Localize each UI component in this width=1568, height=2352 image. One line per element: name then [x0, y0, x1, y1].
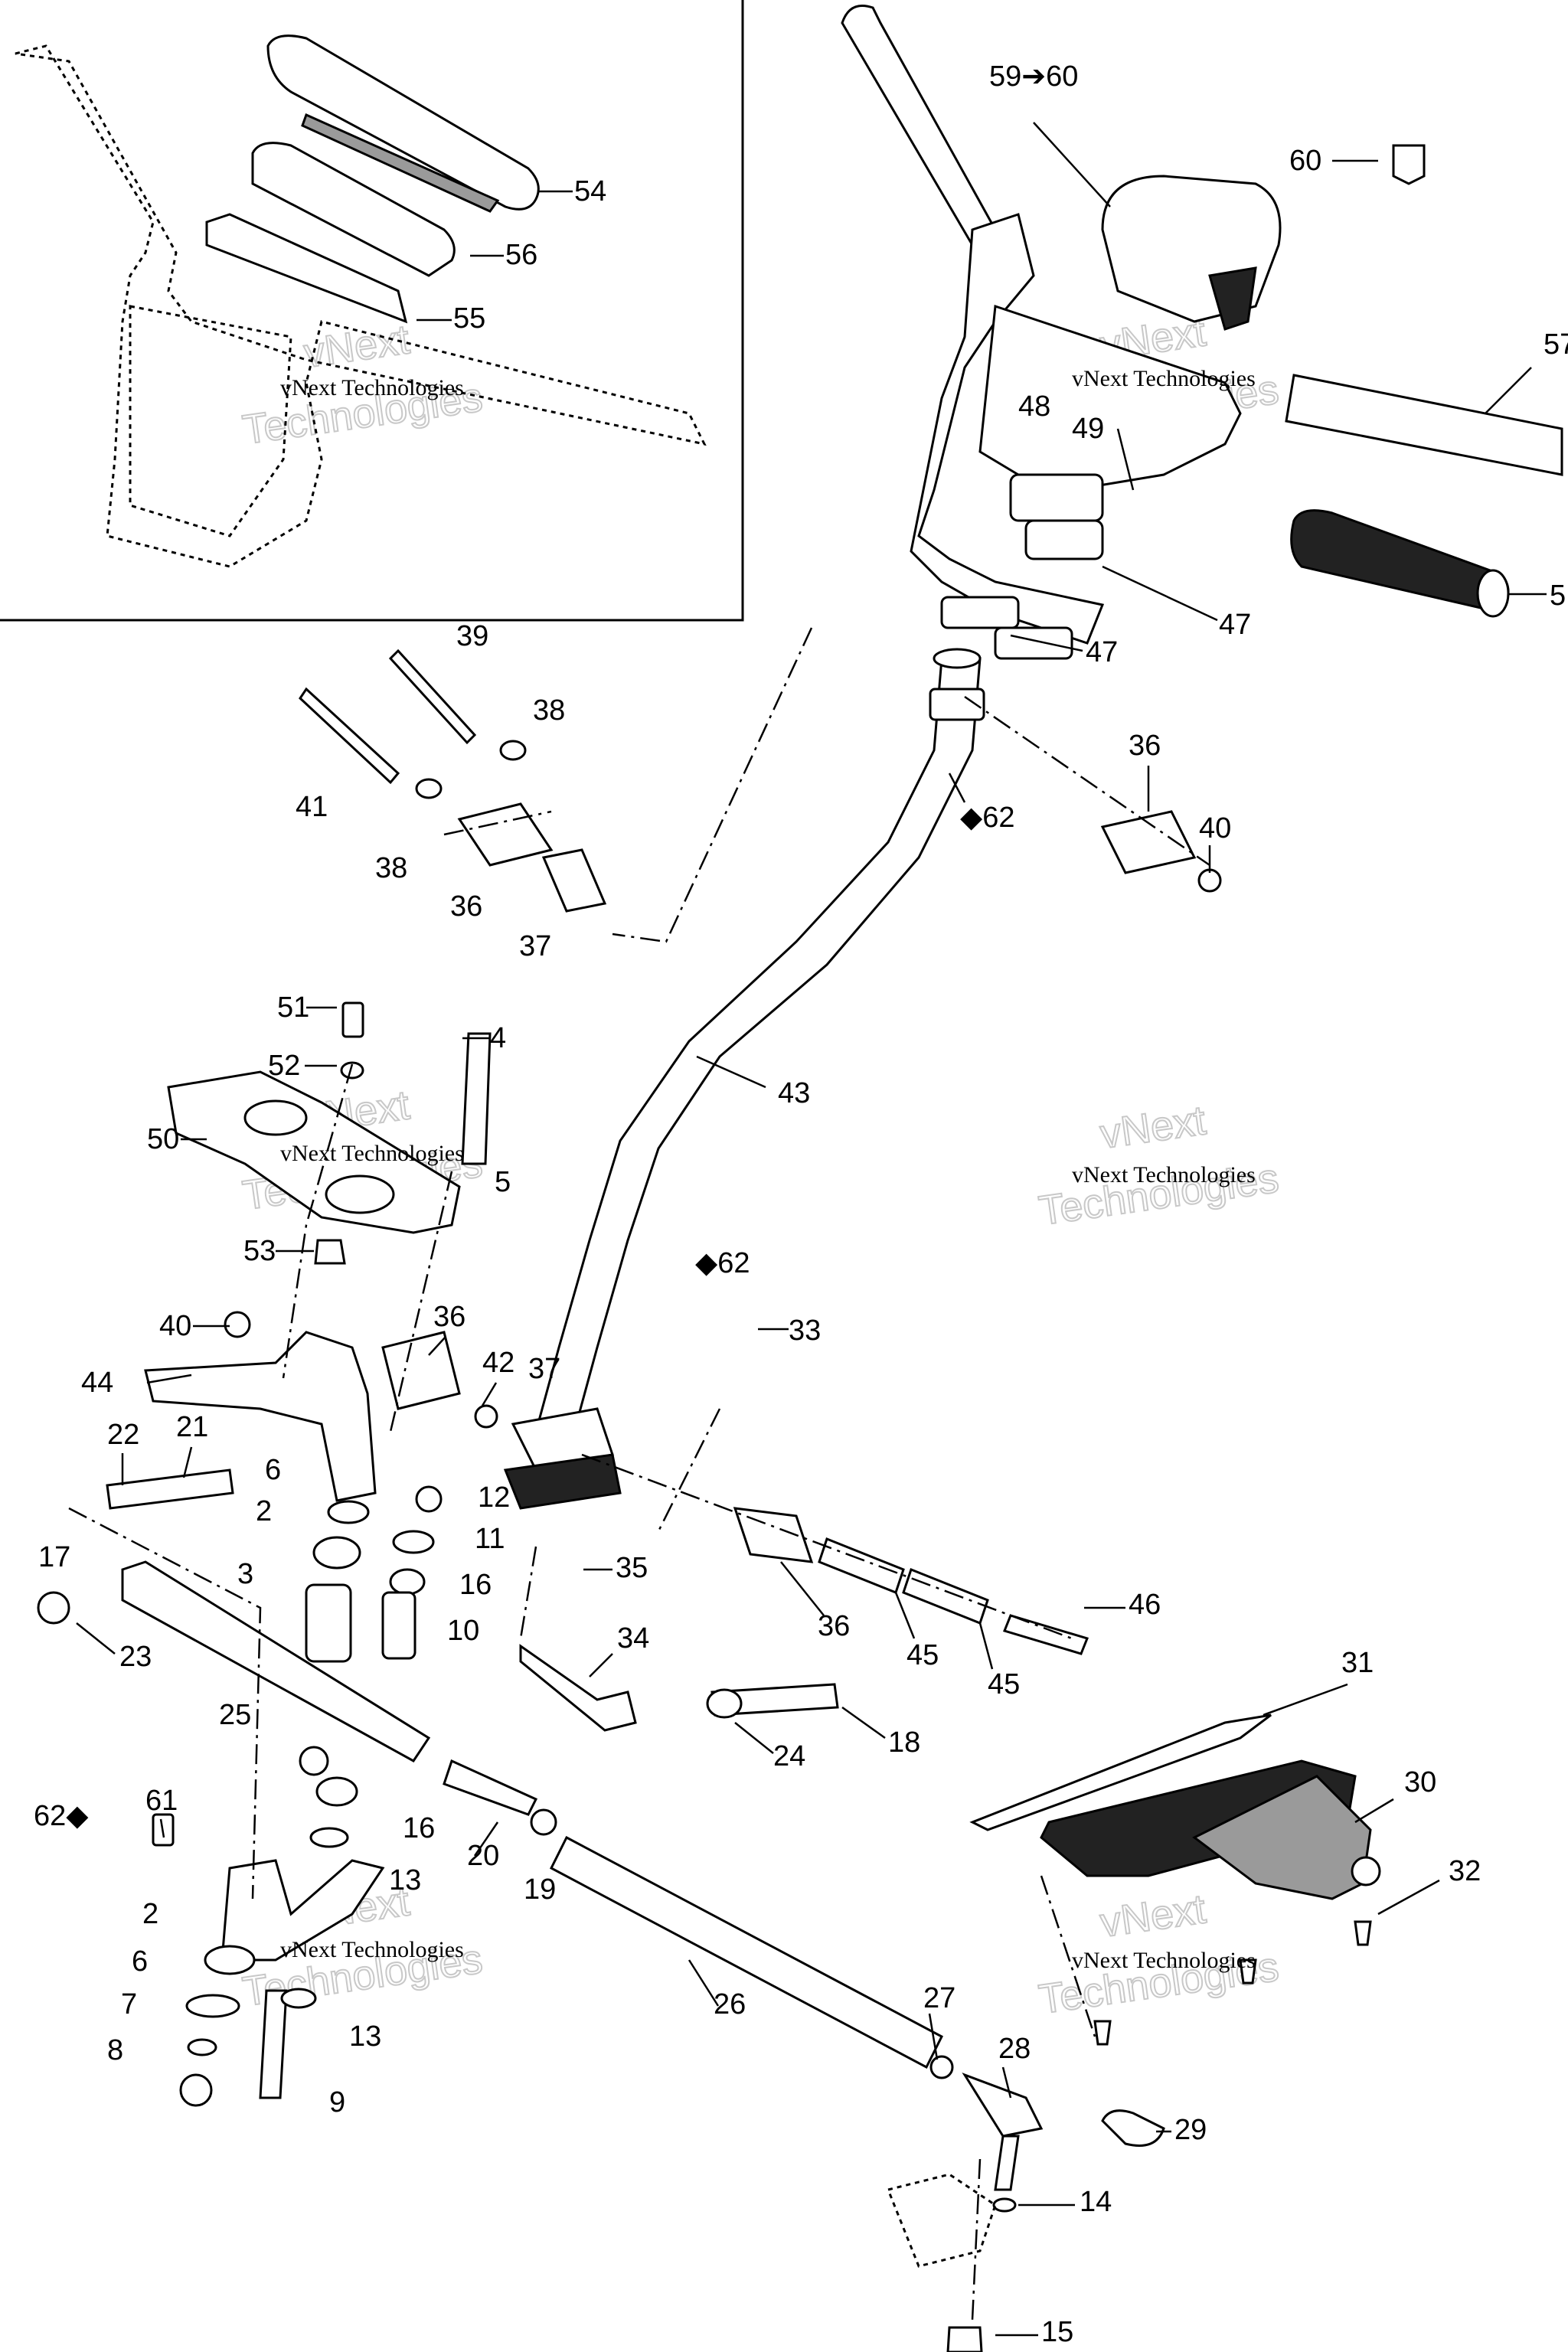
part-callout: 50	[147, 1123, 179, 1155]
part-callout: 34	[617, 1622, 649, 1655]
part-callout: 51	[277, 991, 309, 1024]
watermark-text: vNext Technologies	[1072, 366, 1256, 391]
part-callout: 56	[505, 239, 537, 271]
part-callout: ◆62	[960, 802, 1015, 834]
part-callout: 20	[467, 1840, 499, 1872]
part-callout: 41	[296, 791, 328, 823]
part-callout: 59➔60	[989, 60, 1078, 93]
part-callout: 16	[403, 1812, 435, 1844]
part-callout: 27	[923, 1982, 956, 2014]
part-callout: 4	[490, 1022, 506, 1054]
part-callout: 46	[1129, 1589, 1161, 1621]
part-callout: 13	[349, 2020, 381, 2053]
part-callout: 5	[1550, 580, 1566, 612]
part-callout: 17	[38, 1541, 70, 1573]
part-callout: 32	[1449, 1855, 1481, 1887]
part-callout: 30	[1404, 1766, 1436, 1798]
part-callout: 26	[714, 1988, 746, 2020]
part-callout: 24	[773, 1740, 805, 1772]
part-callout: 44	[81, 1367, 113, 1399]
middle-plate-assembly	[167, 1001, 492, 1265]
part-callout: 6	[265, 1454, 281, 1486]
part-callout: 37	[528, 1353, 560, 1385]
part-callout: 11	[475, 1523, 505, 1555]
part-callout: 21	[176, 1411, 208, 1443]
watermark-text: vNext Technologies	[280, 1937, 464, 1962]
watermark-text: vNext Technologies	[280, 1141, 464, 1166]
pitman-arm-assembly	[152, 1776, 385, 2107]
part-callout: 31	[1341, 1647, 1374, 1679]
part-callout: 14	[1080, 2186, 1112, 2218]
part-callout: 22	[107, 1419, 139, 1451]
part-callout: 7	[121, 1988, 137, 2020]
part-callout: 48	[1018, 390, 1050, 423]
part-callout: 36	[818, 1610, 850, 1642]
part-callout: 2	[256, 1495, 272, 1527]
watermark-text: vNext Technologies	[280, 375, 464, 400]
handlebar-assembly	[841, 5, 1563, 660]
watermark-text: vNext Technologies	[1072, 1948, 1256, 1973]
part-callout: 39	[456, 620, 488, 652]
part-callout: 9	[329, 2086, 345, 2118]
part-callout: 47	[1086, 636, 1118, 668]
part-callout: 19	[524, 1873, 556, 1906]
part-callout: 36	[1129, 730, 1161, 762]
inset-handlebar-pad	[0, 0, 744, 622]
part-callout: 62◆	[34, 1800, 89, 1832]
part-callouts: 54565559➔60605748494747539384138363736◆6…	[34, 60, 1568, 2348]
part-callout: 45	[906, 1639, 939, 1671]
part-callout: 54	[574, 175, 606, 207]
part-callout: 18	[888, 1726, 920, 1759]
part-callout: 3	[237, 1558, 253, 1590]
part-callout: 6	[132, 1945, 148, 1978]
svg-text:vNext: vNext	[1097, 1886, 1208, 1946]
part-callout: 45	[988, 1668, 1020, 1700]
svg-text:vNext: vNext	[301, 316, 412, 377]
part-callout: 42	[482, 1347, 514, 1379]
part-callout: ◆62	[695, 1247, 750, 1279]
part-callout: 28	[998, 2033, 1031, 2065]
part-callout: 10	[447, 1615, 479, 1647]
part-callout: 37	[519, 930, 551, 962]
part-callout: 52	[268, 1050, 300, 1082]
part-callout: 23	[119, 1641, 152, 1673]
part-callout: 38	[533, 694, 565, 727]
part-callout: 2	[142, 1898, 158, 1930]
boot-mat-assembly	[969, 1713, 1381, 2046]
part-callout: 60	[1289, 145, 1321, 177]
watermark-text: vNext Technologies	[1072, 1162, 1256, 1187]
part-callout: 36	[433, 1301, 466, 1333]
part-callout: 29	[1174, 2114, 1207, 2146]
part-callout: 25	[219, 1699, 251, 1731]
steering-column	[503, 648, 985, 1510]
part-callout: 53	[243, 1235, 276, 1267]
part-callout: 36	[450, 890, 482, 923]
part-callout: 40	[1199, 812, 1231, 844]
part-callout: 55	[453, 302, 485, 335]
part-callout: 12	[478, 1481, 510, 1514]
upper-bolt-group	[299, 648, 1222, 913]
part-callout: 57	[1544, 328, 1568, 361]
leader-lines	[76, 122, 1547, 2337]
svg-text:vNext: vNext	[1097, 1097, 1208, 1158]
lower-bracket-assembly	[37, 1311, 498, 1776]
part-callout: 38	[375, 852, 407, 884]
part-callout: 8	[107, 2034, 123, 2066]
part-callout: 33	[789, 1315, 821, 1347]
part-callout: 15	[1041, 2316, 1073, 2348]
part-callout: 40	[159, 1310, 191, 1342]
part-callout: 43	[778, 1077, 810, 1109]
part-callout: 35	[616, 1552, 648, 1584]
part-callout: 13	[389, 1864, 421, 1896]
part-callout: 5	[495, 1166, 511, 1198]
centre-lines	[68, 627, 1210, 2321]
part-callout: 16	[459, 1569, 492, 1601]
part-callout: 47	[1219, 609, 1251, 641]
tie-rod-assembly	[443, 1644, 1165, 2352]
part-callout: 49	[1072, 413, 1104, 445]
part-callout: 61	[145, 1785, 178, 1817]
